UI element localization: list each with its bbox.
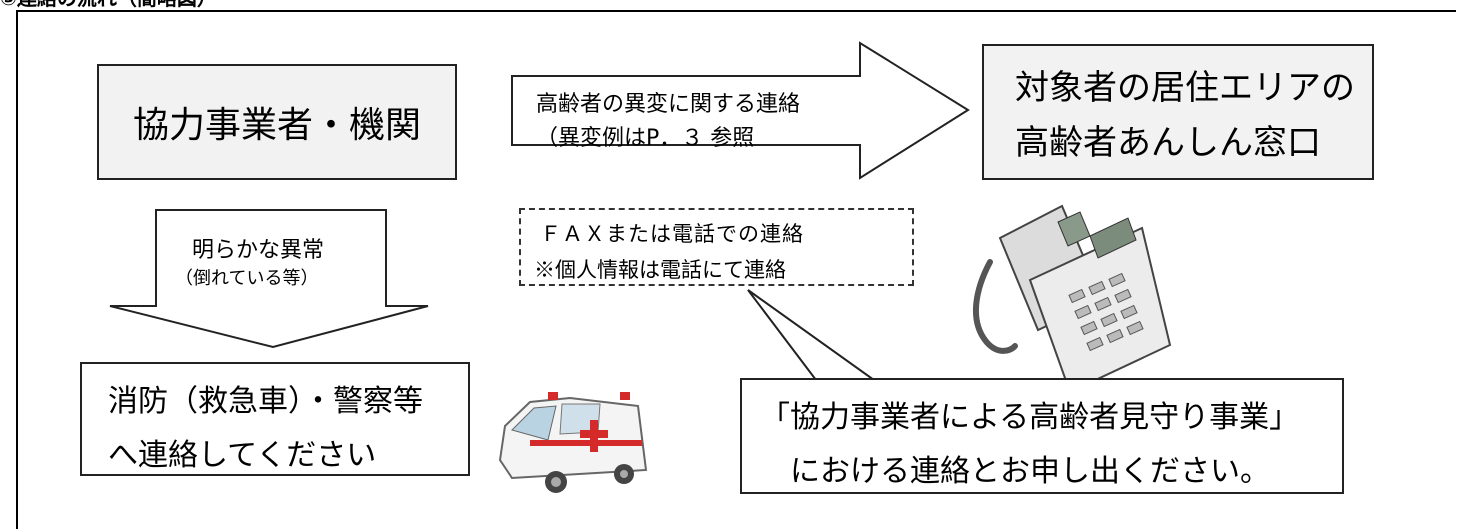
partner-label: 協力事業者・機関	[132, 105, 421, 146]
callout-box	[740, 378, 1344, 494]
ambulance-icon	[498, 392, 648, 493]
contact-arrow-line-1: 高齢者の異変に関する連絡	[536, 92, 801, 117]
method-note-box	[519, 208, 914, 286]
callout-line-1: 「協力事業者による高齢者見守り事業」	[760, 400, 1300, 435]
method-note-line-2: ※個人情報は電話にて連絡	[534, 258, 786, 282]
telephone-icon	[972, 204, 1172, 394]
emergency-line-2: へ連絡してください	[108, 438, 377, 473]
callout-tail-shape	[747, 289, 878, 381]
page-heading: ③連絡の流れ（簡略図）	[0, 0, 217, 10]
contact-arrow-line-2: （異変例はP．３ 参照	[536, 126, 755, 151]
callout-line-2: における連絡とお申し出ください。	[790, 454, 1270, 489]
destination-line-2: 高齢者あんしん窓口	[1015, 123, 1321, 163]
contact-arrow-shape	[511, 41, 970, 180]
destination-line-1: 対象者の居住エリアの	[1015, 68, 1355, 108]
emergency-arrow-line-2: （倒れている等）	[175, 268, 319, 289]
emergency-arrow-shape	[109, 209, 429, 349]
emergency-line-1: 消防（救急車）・警察等	[108, 384, 423, 419]
destination-box	[982, 44, 1374, 180]
emergency-arrow-line-1: 明らかな異常	[192, 238, 325, 263]
partner-box	[97, 64, 457, 180]
emergency-box	[80, 362, 470, 476]
method-note-line-1: ＦＡＸまたは電話での連絡	[540, 222, 804, 246]
diagram-frame	[16, 10, 1456, 529]
